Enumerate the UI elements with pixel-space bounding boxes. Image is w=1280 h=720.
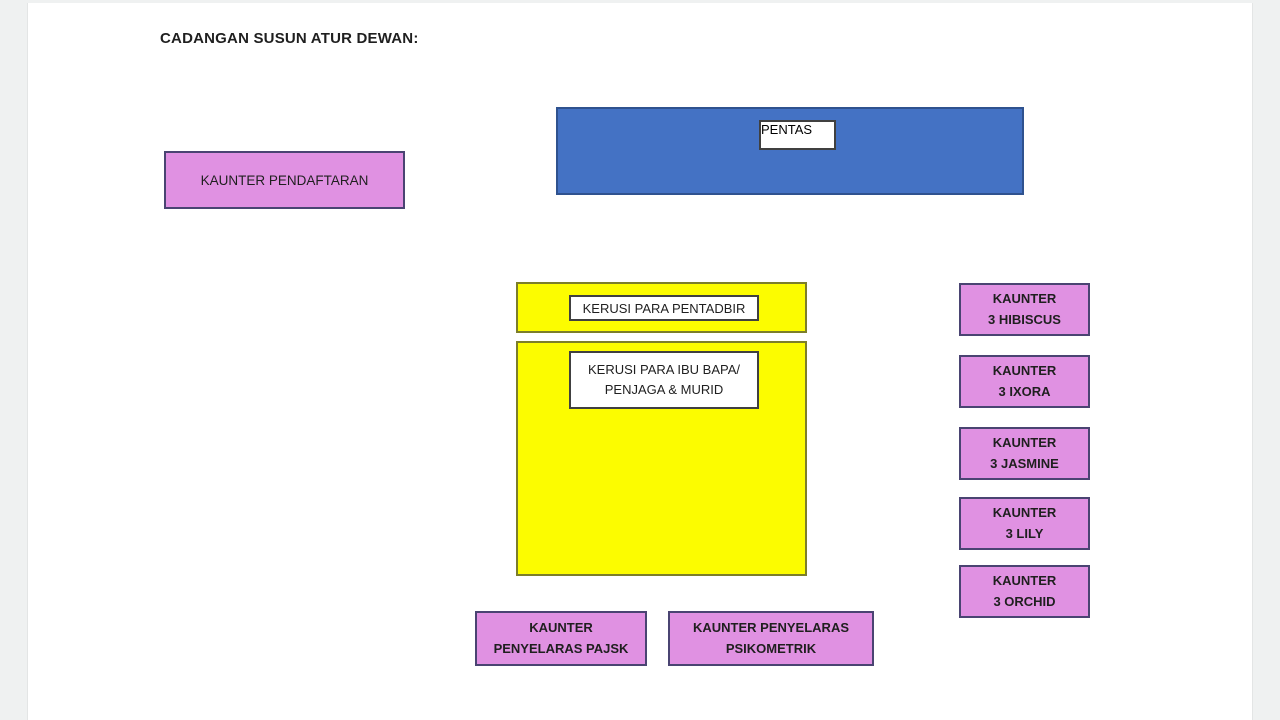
- coordinator-counter-pajsk: KAUNTER PENYELARAS PAJSK: [475, 611, 647, 666]
- coordinator-counter-line2: PSIKOMETRIK: [725, 640, 817, 656]
- audience-chairs-label: KERUSI PARA IBU BAPA/ PENJAGA & MURID: [569, 351, 759, 409]
- class-counter-line1: KAUNTER: [992, 505, 1057, 521]
- class-counter-line2: 3 LILY: [1005, 525, 1044, 541]
- registration-counter-box: KAUNTER PENDAFTARAN: [164, 151, 405, 209]
- class-counter-line1: KAUNTER: [992, 573, 1057, 589]
- class-counter-hibiscus: KAUNTER 3 HIBISCUS: [959, 283, 1090, 336]
- class-counter-orchid: KAUNTER 3 ORCHID: [959, 565, 1090, 618]
- class-counter-line2: 3 JASMINE: [990, 455, 1059, 471]
- class-counter-line1: KAUNTER: [992, 435, 1057, 451]
- coordinator-counter-line2: PENYELARAS PAJSK: [493, 640, 629, 656]
- registration-counter-label: KAUNTER PENDAFTARAN: [200, 172, 369, 188]
- class-counter-lily: KAUNTER 3 LILY: [959, 497, 1090, 550]
- class-counter-line2: 3 HIBISCUS: [988, 311, 1061, 327]
- admin-chairs-label-text: KERUSI PARA PENTADBIR: [582, 300, 746, 316]
- stage-label: PENTAS: [759, 120, 836, 150]
- class-counter-jasmine: KAUNTER 3 JASMINE: [959, 427, 1090, 480]
- class-counter-line2: 3 ORCHID: [993, 593, 1056, 609]
- class-counter-line1: KAUNTER: [992, 363, 1057, 379]
- coordinator-counter-line1: KAUNTER: [529, 620, 593, 636]
- coordinator-counter-line1: KAUNTER PENYELARAS: [692, 620, 849, 636]
- page-title: CADANGAN SUSUN ATUR DEWAN:: [160, 30, 419, 47]
- document-page: CADANGAN SUSUN ATUR DEWAN: PENTAS KAUNTE…: [27, 3, 1253, 720]
- audience-chairs-label-line1: KERUSI PARA IBU BAPA/: [588, 361, 740, 377]
- admin-chairs-label: KERUSI PARA PENTADBIR: [569, 295, 759, 321]
- class-counter-ixora: KAUNTER 3 IXORA: [959, 355, 1090, 408]
- coordinator-counter-psikometrik: KAUNTER PENYELARAS PSIKOMETRIK: [668, 611, 874, 666]
- audience-chairs-label-line2: PENJAGA & MURID: [604, 382, 724, 397]
- class-counter-line1: KAUNTER: [992, 291, 1057, 307]
- class-counter-line2: 3 IXORA: [998, 383, 1051, 399]
